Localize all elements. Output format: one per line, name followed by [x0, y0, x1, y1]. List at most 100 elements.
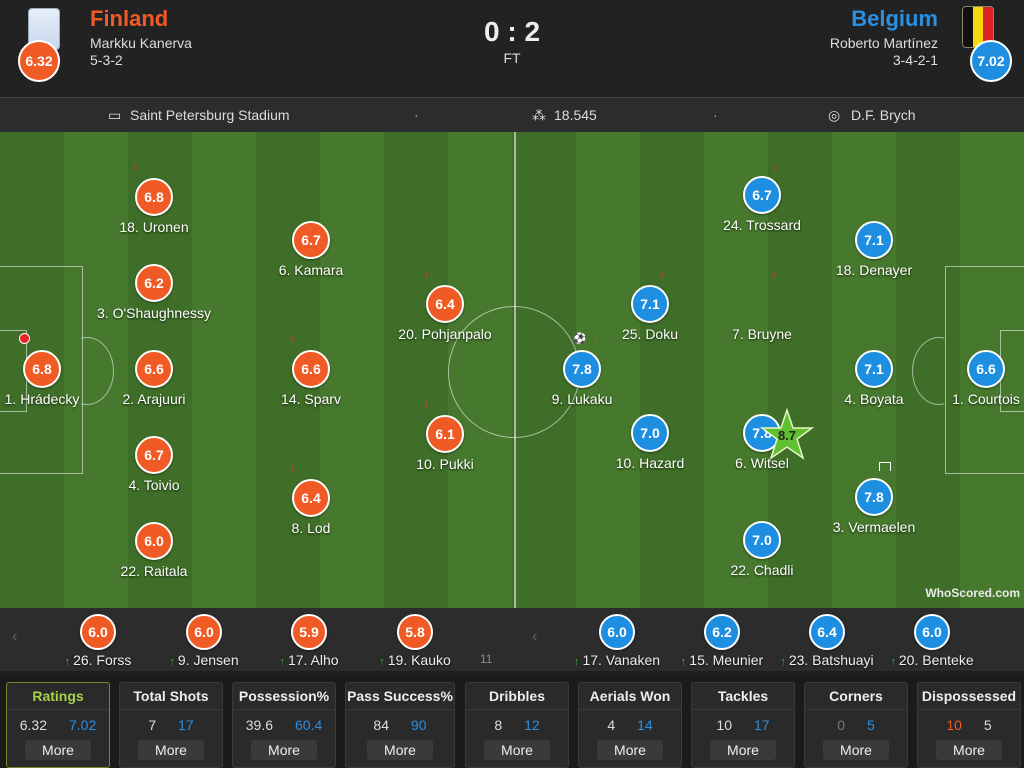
sub-away-batshuayi[interactable]: 6.4↑23. Batshuayi [767, 614, 887, 668]
home-team-rating: 6.32 [18, 40, 60, 82]
player-away-bruyne[interactable]: 7. Bruyne [682, 285, 842, 342]
player-rating: 6.7 [743, 176, 781, 214]
sub-home-jensen[interactable]: 6.0↑9. Jensen [144, 614, 264, 668]
stat-away-value: 60.4 [295, 717, 323, 733]
stat-home-value: 8 [494, 717, 503, 733]
more-button[interactable]: More [251, 740, 317, 760]
player-rating: 6.8 [135, 178, 173, 216]
sub-home-kauko[interactable]: 5.8↑19. Kauko [355, 614, 475, 668]
player-home-uronen[interactable]: 6.8 18. Uronen [74, 178, 234, 235]
player-name: 15. Meunier [689, 652, 764, 668]
player-rating: 7.1 [855, 221, 893, 259]
stat-label: Dispossessed [918, 683, 1020, 710]
player-away-trossard[interactable]: 6.7 24. Trossard [682, 176, 842, 233]
stat-home-value: 6.32 [19, 717, 47, 733]
more-button[interactable]: More [138, 740, 204, 760]
player-rating: 6.7 [292, 221, 330, 259]
player-name: 25. Doku [621, 326, 679, 342]
stat-label: Ratings [7, 683, 109, 710]
match-header: 6.32 Finland Markku Kanerva 5-3-2 0 : 2 … [0, 0, 1024, 97]
sub-away-benteke[interactable]: 6.0↑20. Benteke [872, 614, 992, 668]
player-rating: 7.8 [563, 350, 601, 388]
more-button[interactable]: More [823, 740, 889, 760]
player-rating: 6.4 [809, 614, 845, 650]
stat-home-value: 84 [373, 717, 389, 733]
more-button[interactable]: More [936, 740, 1002, 760]
stat-away-value: 5 [867, 717, 875, 733]
more-button[interactable]: More [484, 740, 550, 760]
player-name: 1. Courtois [952, 391, 1020, 407]
stat-label: Aerials Won [579, 683, 681, 710]
sub-on-icon: ↑ [379, 656, 385, 668]
player-rating: 5.9 [291, 614, 327, 650]
more-button[interactable]: More [367, 740, 433, 760]
stat-label: Tackles [692, 683, 794, 710]
sub-away-meunier[interactable]: 6.2↑15. Meunier [662, 614, 782, 668]
attendance-icon: ⁂ [532, 107, 546, 123]
home-formation: 5-3-2 [90, 52, 123, 68]
sub-home-forss[interactable]: 6.0↑26. Forss [38, 614, 158, 668]
separator-dot: · [713, 107, 718, 123]
player-name: 10. Hazard [615, 455, 685, 471]
player-rating: 6.0 [80, 614, 116, 650]
stat-away-value: 17 [754, 717, 770, 733]
player-name: 10. Pukki [416, 456, 474, 472]
player-rating: 6.4 [426, 285, 464, 323]
sub-off-icon: ↓ [772, 162, 778, 174]
sub-on-icon: ↑ [169, 656, 175, 668]
stat-home-value: 39.6 [245, 717, 273, 733]
player-name: 22. Chadli [730, 562, 794, 578]
referee-name: D.F. Brych [851, 107, 916, 123]
more-button[interactable]: More [597, 740, 663, 760]
stadium-name: Saint Petersburg Stadium [130, 107, 290, 123]
sub-off-icon: ↓ [424, 398, 430, 410]
match-info-bar: ▭ Saint Petersburg Stadium · ⁂ 18.545 · … [0, 97, 1024, 133]
sub-home-alho[interactable]: 5.9↑17. Alho [249, 614, 369, 668]
player-name: 1. Hrádecky [4, 391, 80, 407]
sub-on-icon: ↑ [680, 656, 687, 668]
yellow-card-icon [19, 333, 30, 344]
chevron-left-icon[interactable]: ‹ [532, 628, 538, 645]
stat-label: Possession% [233, 683, 335, 710]
sub-away-vanaken[interactable]: 6.0↑17. Vanaken [557, 614, 677, 668]
player-name: 3. O'Shaughnessy [97, 305, 211, 321]
separator-dot: · [414, 107, 419, 123]
substitutes-bar: ‹ 6.0↑26. Forss 6.0↑9. Jensen 5.9↑17. Al… [0, 608, 1024, 671]
away-team-name[interactable]: Belgium [851, 6, 938, 31]
more-button[interactable]: More [25, 740, 91, 760]
stat-away-value: 7.02 [69, 717, 97, 733]
player-name: 18. Uronen [119, 219, 189, 235]
player-name: 24. Trossard [723, 217, 801, 233]
home-team-name[interactable]: Finland [90, 6, 169, 31]
chevron-left-icon[interactable]: ‹ [12, 628, 18, 645]
more-button[interactable]: More [710, 740, 776, 760]
